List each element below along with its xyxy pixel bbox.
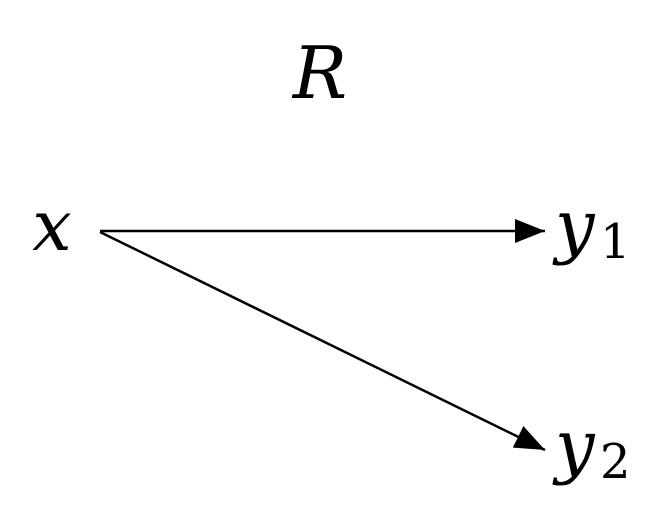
node-y2-subscript: 2	[600, 434, 631, 490]
node-y2: y 2	[552, 405, 631, 490]
node-x: x	[32, 185, 71, 267]
node-y1-subscript: 1	[600, 214, 631, 270]
relation-label: R	[291, 31, 347, 115]
node-y2-label: y	[552, 405, 596, 487]
node-y1: y 1	[552, 185, 631, 270]
arrow-x-to-y2	[99, 230, 546, 452]
node-y1-label: y	[552, 185, 596, 267]
